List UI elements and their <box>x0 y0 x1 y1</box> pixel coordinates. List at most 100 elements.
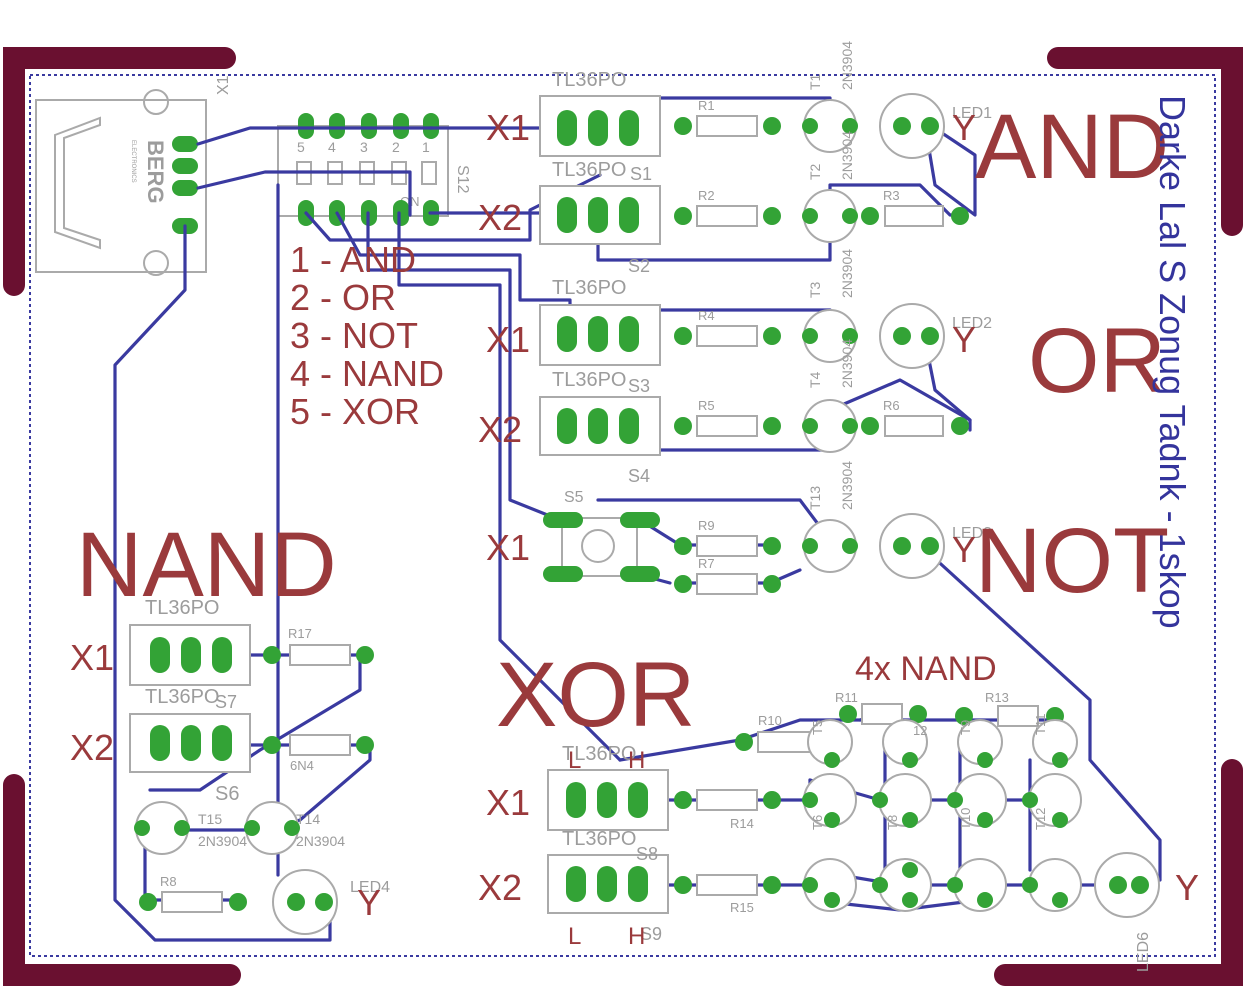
and-x1-label: X1 <box>486 107 530 148</box>
transistor-t2-part: 2N3904 <box>839 131 855 180</box>
xor-x1-label: X1 <box>486 782 530 823</box>
gate-titles: AND OR NOT NAND XOR 4x NAND <box>76 96 1169 746</box>
title-xor: XOR <box>496 644 695 746</box>
dip-num-3: 3 <box>360 139 368 155</box>
corner-brackets <box>3 47 1243 986</box>
xor-l-bottom: L <box>568 923 581 950</box>
resistor-r11: R11 <box>835 690 858 705</box>
resistor-r9: R9 <box>698 518 715 533</box>
or-x1-label: X1 <box>486 319 530 360</box>
switch-s4-type: TL36PO <box>552 369 626 391</box>
switch-s3-type: TL36PO <box>552 277 626 299</box>
and-y-label: Y <box>952 107 976 148</box>
or-x2-label: X2 <box>478 409 522 450</box>
switch-blocks: TL36PO TL36PO S1 S2 TL36PO TL36PO S3 S4 … <box>129 69 669 944</box>
transistor-t13: T13 <box>807 486 823 510</box>
transistor-t3: T3 <box>807 281 823 298</box>
transistor-t1-part: 2N3904 <box>839 41 855 90</box>
transistor-t4-part: 2N3904 <box>839 339 855 388</box>
xor-h-top: H <box>628 747 645 774</box>
not-y-label: Y <box>952 529 976 570</box>
resistor-r3: R3 <box>883 188 900 203</box>
dip-num-4: 4 <box>328 139 336 155</box>
io-labels: X1 X2 Y X1 X2 Y X1 Y X1 X2 Y X1 X2 Y L H… <box>70 107 1199 950</box>
transistor-t11: T11 <box>1033 714 1048 735</box>
transistor-t2: T2 <box>807 163 823 180</box>
switch-nand2-type: TL36PO <box>145 686 219 708</box>
switch-xor1-type: TL36PO <box>562 743 636 765</box>
transistor-t8: T8 <box>885 815 900 830</box>
dip-num-5: 5 <box>297 139 305 155</box>
title-4x-nand: 4x NAND <box>855 650 997 688</box>
nand-y-label: Y <box>357 882 381 923</box>
resistor-r18: 6N4 <box>290 758 314 773</box>
resistor-r1: R1 <box>698 98 715 113</box>
transistor-t5: T5 <box>810 720 825 735</box>
berg-subtext: ELECTRONICS <box>130 140 136 183</box>
switch-s6-name: S6 <box>215 783 239 805</box>
transistor-i12: 12 <box>913 723 927 738</box>
switch-s2-type: TL36PO <box>552 159 626 181</box>
transistor-t15: T15 <box>198 811 222 827</box>
gate-legend: 1 - AND 2 - OR 3 - NOT 4 - NAND 5 - XOR <box>290 239 444 432</box>
legend-item-2: 2 - OR <box>290 277 396 318</box>
resistor-r7: R7 <box>698 556 715 571</box>
transistor-t14-part: 2N3904 <box>296 833 345 849</box>
transistor-t10: T10 <box>958 808 973 830</box>
xor-y-label: Y <box>1175 867 1199 908</box>
switch-s2-name: S2 <box>628 256 650 276</box>
dip-num-2: 2 <box>392 139 400 155</box>
led6-label: LED6 <box>1135 932 1152 972</box>
resistor-r2: R2 <box>698 188 715 203</box>
legend-item-3: 3 - NOT <box>290 315 418 356</box>
nand-x1-label: X1 <box>70 637 114 678</box>
switch-nand1-type: TL36PO <box>145 597 219 619</box>
usb-connector: BERG ELECTRONICS X1 <box>35 75 232 276</box>
switch-s7-name: S7 <box>215 692 237 712</box>
led3-label: LED3 <box>952 525 992 542</box>
transistor-t9: T9 <box>958 720 973 735</box>
not-x1-label: X1 <box>486 527 530 568</box>
led2-label: LED2 <box>952 315 992 332</box>
title-not: NOT <box>975 510 1169 612</box>
legend-item-4: 4 - NAND <box>290 353 444 394</box>
transistor-t6: T6 <box>810 815 825 830</box>
resistor-r5: R5 <box>698 398 715 413</box>
dip-num-1: 1 <box>422 139 430 155</box>
berg-logo: BERG <box>143 140 168 204</box>
and-x2-label: X2 <box>478 197 522 238</box>
switch-s5-name: S5 <box>564 489 584 506</box>
switch-s4-name: S4 <box>628 466 650 486</box>
transistor-t4: T4 <box>807 371 823 388</box>
title-nand: NAND <box>76 514 337 616</box>
title-or: OR <box>1028 310 1166 412</box>
legend-item-5: 5 - XOR <box>290 391 420 432</box>
transistor-t15-part: 2N3904 <box>198 833 247 849</box>
switch-xor2-type: TL36PO <box>562 828 636 850</box>
or-y-label: Y <box>952 319 976 360</box>
dip-switch-name: S12 <box>454 165 471 194</box>
led1-label: LED1 <box>952 105 992 122</box>
board-outline <box>29 74 1216 957</box>
led4-label: LED4 <box>350 879 390 896</box>
switch-s1-name: S1 <box>630 164 652 184</box>
xor-l-top: L <box>568 747 581 774</box>
connector-name: X1 <box>215 75 232 95</box>
transistor-t12: T12 <box>1033 808 1048 830</box>
transistor-t14: T14 <box>296 811 320 827</box>
resistor-r14: R14 <box>730 816 754 831</box>
legend-item-1: 1 - AND <box>290 239 416 280</box>
resistor-r4: R4 <box>698 308 715 323</box>
vertical-board-text: Darke Lal S Zonug Tadnk - 1skop <box>1152 95 1193 629</box>
transistors: T1 2N3904 T2 2N3904 T3 2N3904 T4 2N3904 … <box>134 41 1082 912</box>
switch-s9-name: S9 <box>640 924 662 944</box>
title-and: AND <box>975 96 1169 198</box>
dip-switch-s12: S12 5 4 3 2 1 ON <box>277 113 471 226</box>
transistor-t3-part: 2N3904 <box>839 249 855 298</box>
transistor-t1: T1 <box>807 73 823 90</box>
transistor-t13-part: 2N3904 <box>839 461 855 510</box>
switch-s1-type: TL36PO <box>552 69 626 91</box>
switch-s3-name: S3 <box>628 376 650 396</box>
resistor-r8: R8 <box>160 874 177 889</box>
